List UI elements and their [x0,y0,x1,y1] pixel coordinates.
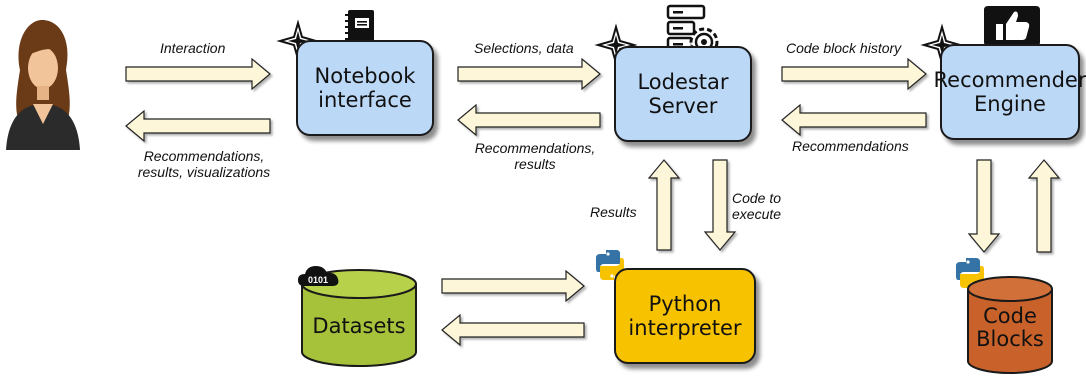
arrow-datasets-python [441,269,585,303]
arrow-engine-recs [781,103,927,137]
notebook-interface-node: Notebook interface [296,40,434,136]
codeblocks-cylinder [967,276,1053,374]
code-blocks-label: Code Blocks [976,304,1044,351]
datasets-label: Datasets [312,314,406,338]
python-interpreter-label: Python interpreter [628,292,742,340]
edge-label-results: Results [590,204,637,220]
edge-label-code-to-execute: Code to execute [732,190,782,222]
arrow-server-recs [457,103,601,137]
notebook-icon [345,10,374,44]
recommender-engine-node: Recommender Engine [934,44,1086,140]
arrow-codeblocks-engine [1027,159,1061,253]
edge-label-selections: Selections, data [474,40,574,56]
arrow-results [647,159,681,251]
user-avatar [6,20,80,150]
edge-label-code-block-history: Code block history [786,40,902,56]
arrow-engine-codeblocks [967,159,1001,253]
python-interpreter-node: Python interpreter [614,268,756,364]
arrow-code-exec [703,159,737,251]
arrow-notebook-recs [125,109,271,143]
edge-label-notebook-recommendations: Recommendations, results, visualizations [137,148,271,180]
arrow-selections [457,57,601,91]
lodestar-server-label: Lodestar Server [637,70,729,118]
datasets-badge: 0101 [308,275,328,285]
edge-label-engine-recommendations: Recommendations [792,138,909,154]
recommender-engine-label: Recommender Engine [933,68,1086,116]
arrow-interaction [125,57,271,91]
notebook-interface-label: Notebook interface [314,64,416,112]
arrow-history [781,57,927,91]
edge-label-interaction: Interaction [160,40,226,56]
edge-label-server-recommendations: Recommendations, results [474,140,596,172]
lodestar-server-node: Lodestar Server [614,46,752,142]
arrow-python-datasets [441,313,585,347]
cloud-data-icon [298,266,339,286]
